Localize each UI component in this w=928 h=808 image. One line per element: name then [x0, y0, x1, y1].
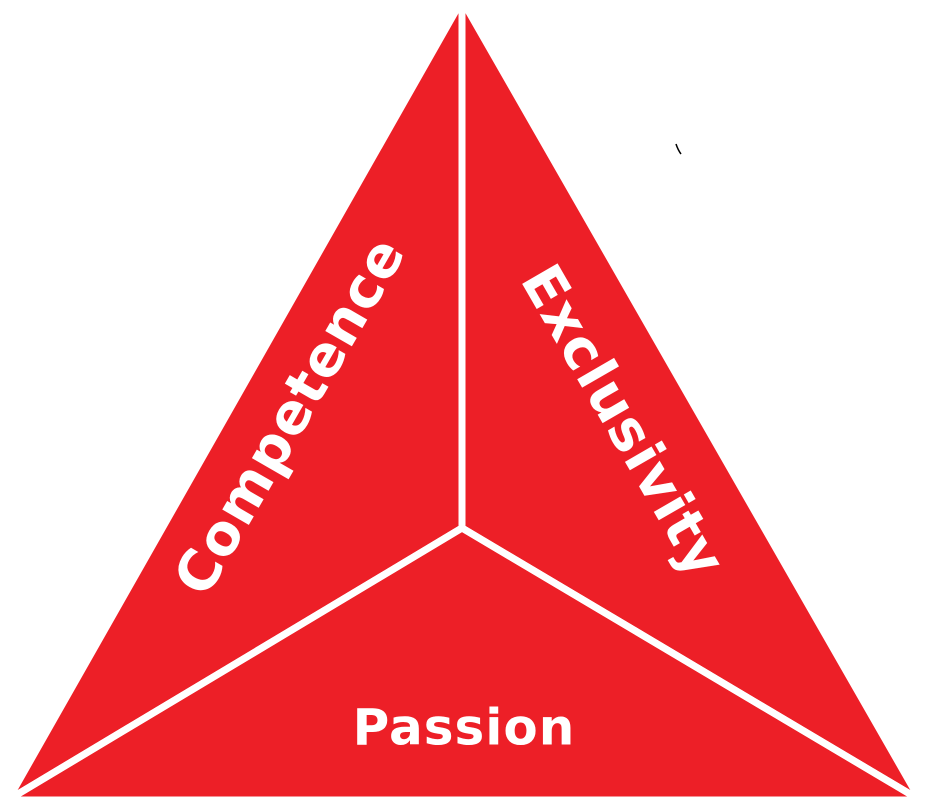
- label-passion: Passion: [353, 699, 576, 757]
- stray-mark: [675, 143, 682, 155]
- divider-left: [6, 524, 464, 804]
- divider-right: [460, 524, 922, 804]
